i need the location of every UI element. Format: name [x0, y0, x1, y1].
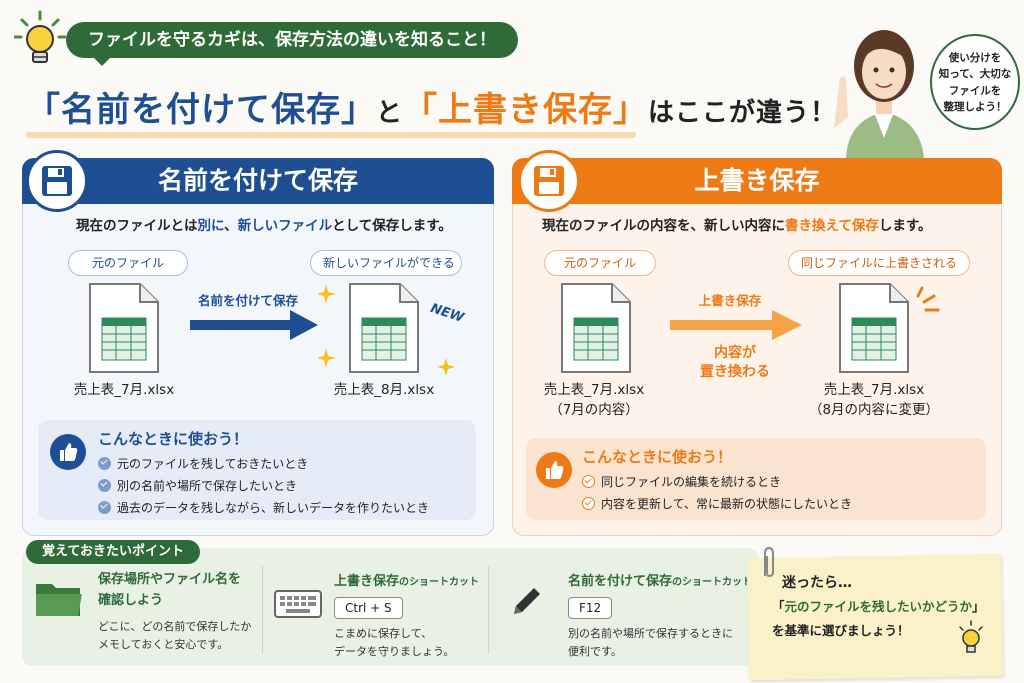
save-as-heading: 名前を付けて保存 [22, 158, 494, 204]
list-item: 元のファイルを残しておきたいとき [98, 452, 429, 474]
title-save-as: 名前を付けて保存 [61, 90, 341, 130]
sparkle-icon [316, 282, 458, 384]
pen-icon [506, 582, 546, 626]
thumbs-up-icon [536, 452, 572, 492]
f12-key: F12 [568, 596, 613, 619]
title-overwrite: 上書き保存 [438, 90, 614, 130]
tip-file-location: 保存場所やファイル名を 確認しよう どこに、どの名前で保存したか メモしておくと… [98, 572, 252, 651]
presenter-illustration [826, 8, 942, 158]
save-as-description: 現在のファイルとは別に、新しいファイルとして保存します。 [76, 218, 452, 234]
spreadsheet-file-icon [838, 282, 910, 378]
keyboard-icon [274, 590, 322, 622]
divider [262, 566, 263, 654]
floppy-disk-icon [26, 150, 88, 212]
save-as-usage-list: 元のファイルを残しておきたいとき 別の名前や場所で保存したいとき 過去のデータを… [98, 452, 429, 518]
source-file-tag: 元のファイル [544, 250, 656, 276]
save-as-arrow-label: 名前を付けて保存 [197, 293, 298, 308]
save-as-usage-title: こんなときに使おう！ [98, 430, 249, 448]
overwrite-usage-title: こんなときに使おう！ [582, 448, 733, 466]
check-icon [98, 500, 111, 514]
right-arrow-icon [670, 310, 802, 344]
new-file-tag: 新しいファイルができる [310, 250, 462, 276]
list-item: 過去のデータを残しながら、新しいデータを作りたいとき [98, 496, 429, 518]
check-icon [98, 478, 111, 492]
spreadsheet-file-icon [88, 282, 160, 378]
tips-label: 覚えておきたいポイント [26, 540, 200, 564]
overwrite-arrow-sublabel: 内容が置き換わる [700, 345, 770, 380]
spreadsheet-file-icon [560, 282, 632, 378]
overwrite-heading: 上書き保存 [512, 158, 1002, 204]
overwrite-description: 現在のファイルの内容を、新しい内容に書き換えて保存します。 [542, 218, 932, 234]
lightbulb-icon [13, 10, 67, 72]
source-file-name: 売上表_7月.xlsx [73, 382, 175, 398]
divider [488, 566, 489, 654]
list-item: 内容を更新して、常に最新の状態にしたいとき [582, 492, 852, 514]
check-icon [98, 456, 111, 470]
save-as-usage-box [38, 420, 476, 520]
overwrite-usage-box [526, 438, 986, 520]
new-file-name: 売上表_8月.xlsx [333, 382, 435, 398]
overwritten-file-name: 売上表_7月.xlsx（8月の内容に変更） [808, 382, 940, 419]
note-line-2: を基準に選びましょう！ [772, 623, 910, 638]
list-item: 同じファイルの編集を続けるとき [582, 470, 852, 492]
source-file-name: 売上表_7月.xlsx（7月の内容） [543, 382, 645, 419]
thumbs-up-icon [50, 434, 86, 474]
check-icon [582, 474, 595, 488]
check-icon [582, 496, 595, 510]
note-line-1: 「元のファイルを残したいかどうか」 [772, 599, 985, 614]
overwrite-usage-list: 同じファイルの編集を続けるとき 内容を更新して、常に最新の状態にしたいとき [582, 470, 852, 514]
overwrite-arrow-label: 上書き保存 [698, 293, 762, 308]
overwritten-file-tag: 同じファイルに上書きされる [788, 250, 970, 276]
tip-overwrite-shortcut: 上書き保存のショートカット Ctrl + S こまめに保存して、 データを守りま… [334, 574, 480, 658]
floppy-disk-icon [518, 150, 580, 212]
page-title: 「名前を付けて保存」と「上書き保存」はここが違う！ [26, 90, 838, 130]
title-underline [26, 132, 636, 138]
lightbulb-icon [956, 620, 986, 664]
emphasis-lines-icon [912, 286, 942, 320]
list-item: 別の名前や場所で保存したいとき [98, 474, 429, 496]
source-file-tag: 元のファイル [68, 250, 188, 276]
note-title: 迷ったら… [782, 575, 852, 591]
spreadsheet-file-icon [348, 282, 420, 378]
folder-icon [34, 578, 84, 624]
banner: ファイルを守るカギは、保存方法の違いを知ること！ [66, 22, 518, 66]
ctrl-s-key: Ctrl + S [334, 596, 403, 619]
tip-save-as-shortcut: 名前を付けて保存のショートカット F12 別の名前や場所で保存するときに 便利で… [568, 574, 753, 658]
paperclip-icon [760, 546, 778, 584]
right-arrow-icon [190, 310, 318, 344]
speech-bubble: 使い分けを 知って、大切な ファイルを 整理しよう！ [930, 34, 1020, 130]
